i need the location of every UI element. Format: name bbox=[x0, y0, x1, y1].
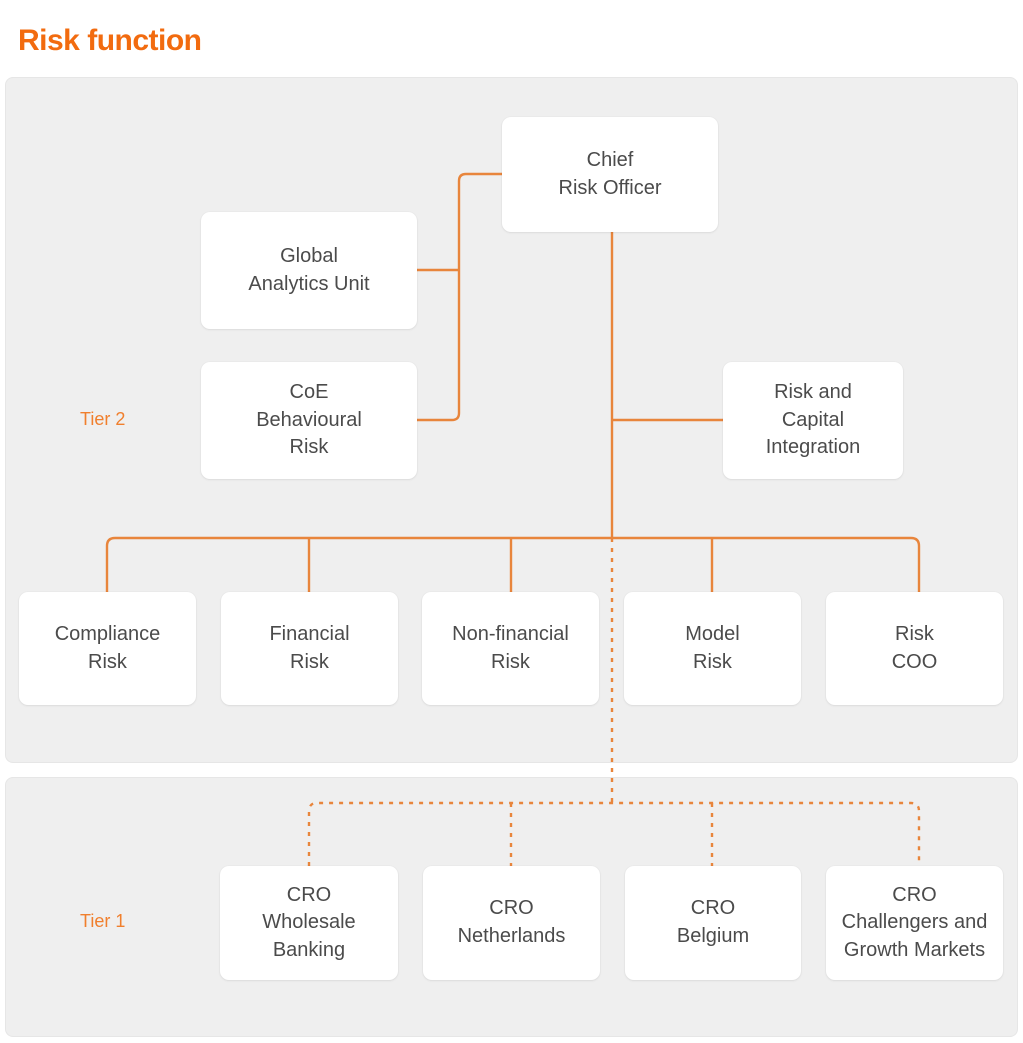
node-compliance-risk-label: Compliance Risk bbox=[54, 622, 161, 673]
node-chief-risk-officer-label: Chief Risk Officer bbox=[558, 148, 662, 199]
node-model-risk-label: Model Risk bbox=[685, 622, 740, 673]
tier1-label: Tier 1 bbox=[80, 911, 126, 931]
node-coe-behavioural-risk[interactable]: CoE Behavioural Risk bbox=[201, 362, 417, 479]
node-risk-coo[interactable]: Risk COO bbox=[826, 592, 1003, 705]
tier2-label: Tier 2 bbox=[80, 409, 126, 429]
node-cro-wholesale-banking[interactable]: CRO Wholesale Banking bbox=[220, 866, 398, 980]
node-global-analytics-unit[interactable]: Global Analytics Unit bbox=[201, 212, 417, 329]
node-cro-challengers-and-growth-markets-label: CRO Challengers and Growth Markets bbox=[841, 883, 988, 961]
node-compliance-risk[interactable]: Compliance Risk bbox=[19, 592, 196, 705]
node-non-financial-risk-label: Non-financial Risk bbox=[452, 622, 569, 673]
node-financial-risk-label: Financial Risk bbox=[269, 622, 350, 673]
node-risk-and-capital-integration[interactable]: Risk and Capital Integration bbox=[723, 362, 903, 479]
node-global-analytics-unit-label: Global Analytics Unit bbox=[248, 244, 370, 295]
node-model-risk[interactable]: Model Risk bbox=[624, 592, 801, 705]
node-cro-netherlands[interactable]: CRO Netherlands bbox=[423, 866, 600, 980]
node-cro-challengers-and-growth-markets[interactable]: CRO Challengers and Growth Markets bbox=[826, 866, 1003, 980]
node-risk-coo-label: Risk COO bbox=[891, 622, 938, 673]
node-financial-risk[interactable]: Financial Risk bbox=[221, 592, 398, 705]
node-risk-and-capital-integration-label: Risk and Capital Integration bbox=[765, 381, 861, 459]
page-title: Risk function bbox=[18, 24, 202, 57]
node-non-financial-risk[interactable]: Non-financial Risk bbox=[422, 592, 599, 705]
node-cro-wholesale-banking-label: CRO Wholesale Banking bbox=[262, 883, 356, 961]
node-cro-netherlands-label: CRO Netherlands bbox=[457, 897, 566, 947]
node-cro-belgium-label: CRO Belgium bbox=[676, 897, 750, 947]
node-chief-risk-officer[interactable]: Chief Risk Officer bbox=[502, 117, 718, 232]
node-cro-belgium[interactable]: CRO Belgium bbox=[625, 866, 801, 980]
node-coe-behavioural-risk-label: CoE Behavioural Risk bbox=[256, 381, 362, 459]
